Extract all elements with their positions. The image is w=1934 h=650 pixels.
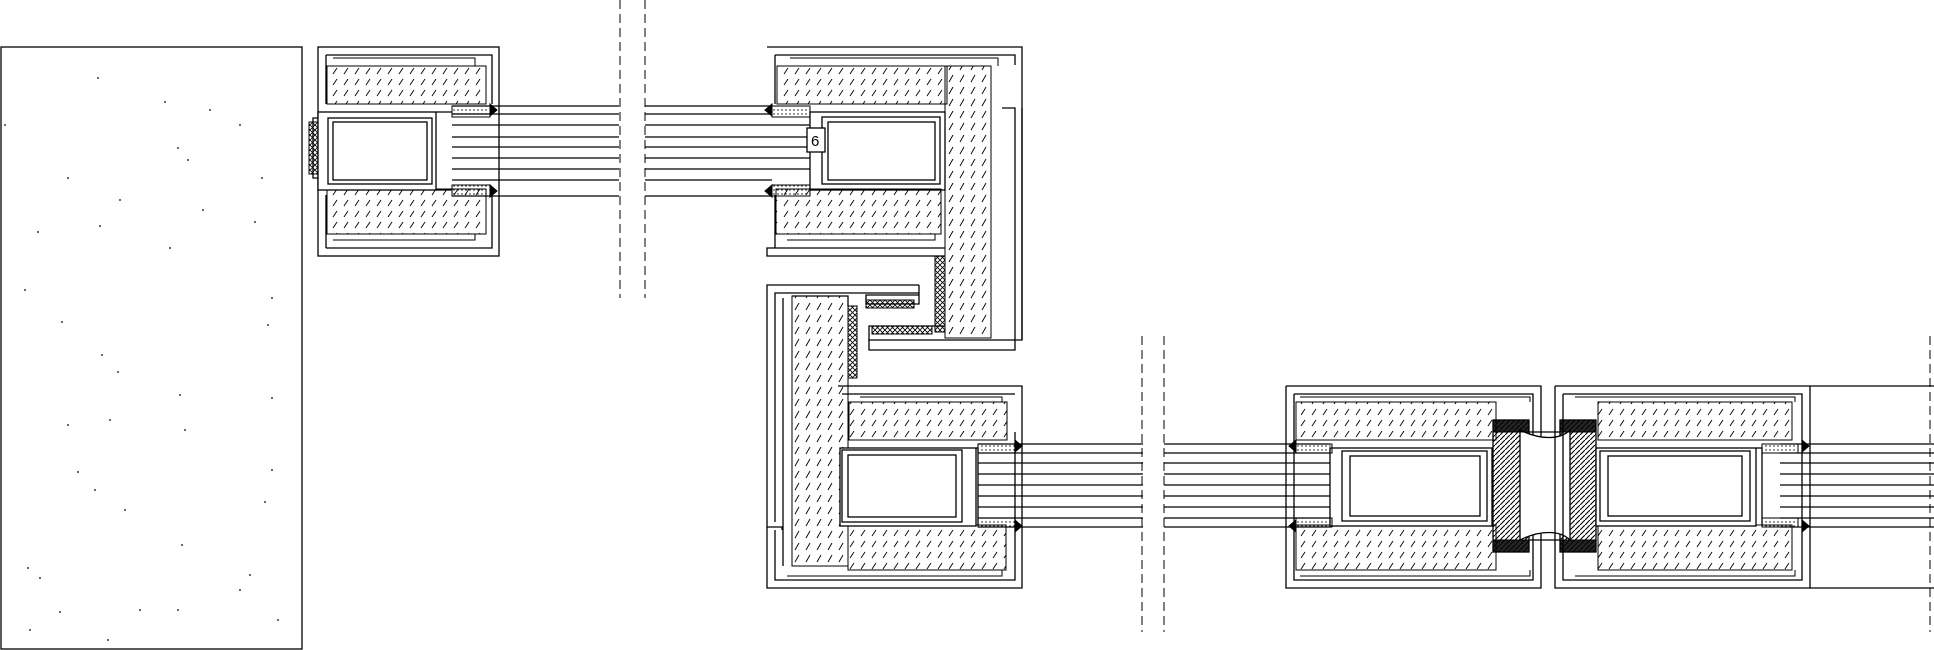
window-frame-d (1285, 385, 1542, 589)
break-line-bottom (1141, 336, 1165, 632)
glazing-unit-bottom (978, 443, 1934, 528)
corner-connection-profile (766, 284, 920, 567)
window-frame-a (308, 46, 500, 257)
wall-section (0, 46, 303, 650)
window-frame-c (766, 385, 1023, 589)
callout-label: 6 (811, 133, 819, 150)
mullion-coupler (1492, 419, 1597, 553)
break-line-top (619, 0, 646, 298)
window-frame-e (1554, 385, 1934, 589)
window-frame-b: 6 (764, 46, 1023, 351)
glazing-unit-top (452, 105, 810, 197)
